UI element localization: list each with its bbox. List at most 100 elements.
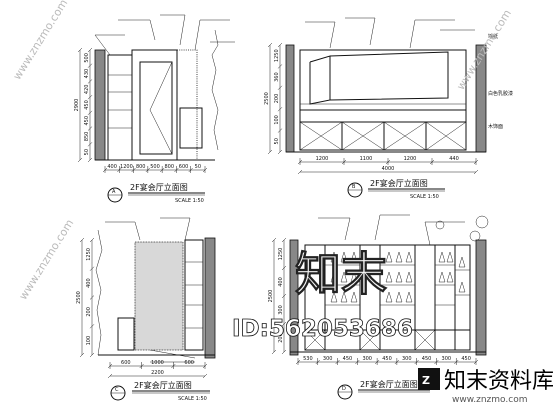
elevation-a-side-panel <box>176 49 198 161</box>
elevation-b-title: 2F宴会厅立面图 <box>370 178 428 188</box>
dimension-label: 800 <box>136 164 146 170</box>
elevation-c-scale: SCALE 1:50 <box>178 396 207 402</box>
dimension-label: 200 <box>86 307 92 317</box>
watermark-site-url: www.znzmo.com <box>452 395 527 405</box>
elevation-c-width-dims: 600 1000 600 2200 <box>107 360 208 379</box>
dimension-label: 450 <box>382 356 392 362</box>
dimension-label: 300 <box>362 356 372 362</box>
watermark-logo-mark <box>418 368 440 390</box>
dimension-label: 500 <box>84 53 90 63</box>
elevation-c-notes <box>105 217 196 363</box>
watermark-logo: 知末 <box>295 247 387 301</box>
elevation-d-notes <box>318 214 489 246</box>
dimension-label: 600 <box>184 360 194 366</box>
elevation-c-right-wall <box>204 237 216 359</box>
elevation-c-side-column <box>184 239 204 351</box>
elevation-d-title: 2F宴会厅立面图 <box>360 379 418 389</box>
dimension-label: 450 <box>84 116 90 126</box>
dimension-label: 1100 <box>360 156 373 162</box>
elevation-b-width-dims: 1200 1100 1200 440 4000 <box>297 156 479 175</box>
dimension-total: 2500 <box>268 290 274 303</box>
dimension-label: 600 <box>179 164 189 170</box>
dimension-label: 450 <box>343 356 353 362</box>
dimension-label: 300 <box>278 305 284 315</box>
elevation-d-height-dims: 200 300 400 1250 2500 <box>268 237 287 355</box>
dimension-label: 420 <box>84 85 90 95</box>
elevation-d-index-code: D <box>342 386 346 392</box>
elevation-c-stone-panel <box>134 241 184 351</box>
dimension-label: 200 <box>278 333 284 343</box>
elevation-b-note-1: 白色乳胶漆 <box>488 90 513 97</box>
dimension-label: 200 <box>274 94 280 104</box>
dimension-label: 50 <box>195 164 201 170</box>
elevation-b-wall-panel <box>299 49 467 123</box>
elevation-a-title: 2F宴会厅立面图 <box>130 182 188 192</box>
dimension-label: 300 <box>323 356 333 362</box>
dimension-label: 1200 <box>404 156 417 162</box>
dimension-label: 300 <box>402 356 412 362</box>
dimension-label: 500 <box>150 164 160 170</box>
dimension-label: 430 <box>84 69 90 79</box>
elevation-c-title: 2F宴会厅立面图 <box>134 380 192 390</box>
elevation-c-title-block: C 2F宴会厅立面图 SCALE 1:50 <box>110 380 210 402</box>
elevation-b-notes <box>305 17 475 49</box>
elevation-a-index-code: A <box>112 189 116 195</box>
elevation-a-door-panel <box>131 49 178 161</box>
dimension-label: 50 <box>274 138 280 144</box>
dimension-total: 2200 <box>151 370 164 376</box>
dimension-label: 1200 <box>120 164 133 170</box>
dimension-label: 1000 <box>151 360 164 366</box>
dimension-label: 300 <box>442 356 452 362</box>
watermark-site-name: 知末资料库 <box>444 369 554 394</box>
dimension-label: 850 <box>84 132 90 142</box>
elevation-a-counter <box>179 107 203 149</box>
elevation-d: 200 300 400 1250 2500 530 300 450 300 450 300 450 3… <box>268 214 489 400</box>
dimension-label: 50 <box>84 149 90 155</box>
elevation-d-wine-rack <box>304 244 471 351</box>
dimension-label: 400 <box>107 164 117 170</box>
dimension-total: 4000 <box>382 166 395 172</box>
elevation-b-note-2: 木饰面 <box>488 123 503 130</box>
elevation-c-index-code: C <box>115 387 119 393</box>
dimension-total: 2500 <box>264 92 270 105</box>
dimension-label: 400 <box>86 278 92 288</box>
dimension-label: 530 <box>303 356 313 362</box>
dimension-label: 600 <box>121 360 131 366</box>
elevation-d-right-wall <box>475 239 487 356</box>
elevation-d-title-block: D 2F宴会厅立面图 <box>337 379 430 400</box>
dimension-label: 450 <box>461 356 471 362</box>
dimension-label: 800 <box>165 164 175 170</box>
dimension-label: 100 <box>86 336 92 346</box>
dimension-label: 440 <box>449 156 459 162</box>
elevation-a-scale: SCALE 1:50 <box>175 198 204 204</box>
dimension-label: 1200 <box>316 156 329 162</box>
watermark-logo-mark-glyph: Z <box>422 374 430 387</box>
elevation-a-height-dims: 50 850 450 450 420 430 500 2900 <box>74 47 93 163</box>
dimension-label: 450 <box>422 356 432 362</box>
elevation-c-ledge <box>117 317 135 351</box>
elevation-b-scale: SCALE 1:50 <box>410 194 439 200</box>
dimension-label: 400 <box>278 277 284 287</box>
elevation-d-left-wall <box>289 239 299 356</box>
watermark-url-left-bottom: www.znzmo.com <box>16 217 76 302</box>
dimension-total: 2900 <box>74 99 80 112</box>
elevation-a-notes <box>94 14 235 56</box>
dimension-label: 1250 <box>278 248 284 261</box>
watermark-url-left-top: www.znzmo.com <box>10 0 70 82</box>
elevation-a-left-wall <box>94 49 106 161</box>
elevation-d-width-dims: 530 300 450 300 450 300 450 300 450 <box>295 356 479 365</box>
dimension-label: 450 <box>84 100 90 110</box>
elevation-b-title-block: B 2F宴会厅立面图 SCALE 1:50 <box>347 178 445 200</box>
elevation-b-index-code: B <box>352 184 356 190</box>
elevation-b-left-wall <box>285 44 295 153</box>
elevation-a-title-block: A 2F宴会厅立面图 SCALE 1:50 <box>107 182 205 204</box>
elevation-b-note-3: 墙纸 <box>488 33 498 40</box>
dimension-total: 2500 <box>76 291 82 304</box>
